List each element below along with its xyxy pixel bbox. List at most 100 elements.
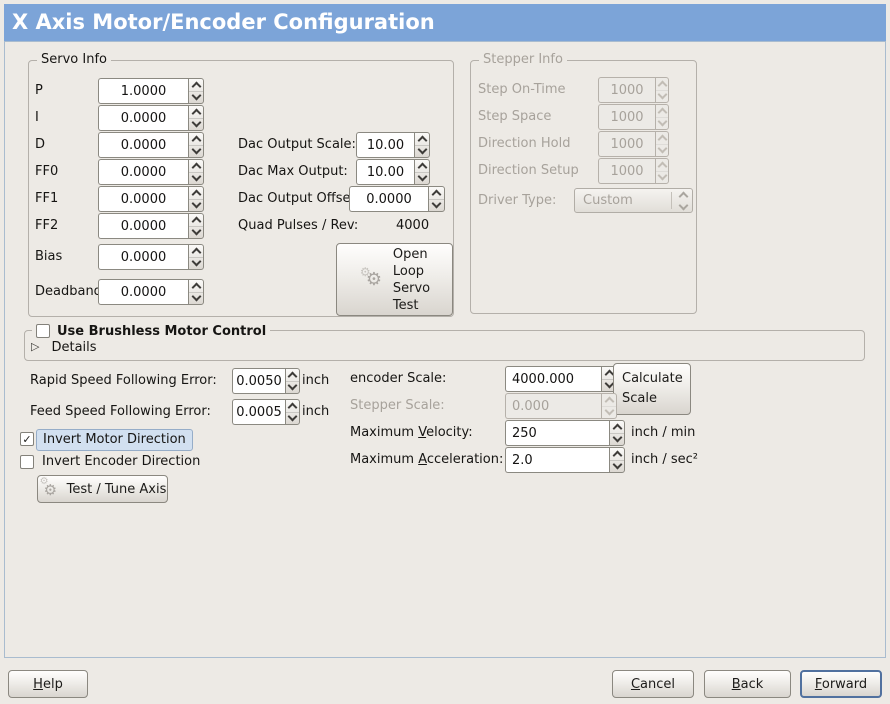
maximum-acceleration-input[interactable] bbox=[505, 447, 609, 473]
spin-down-button[interactable] bbox=[415, 144, 429, 158]
maximum-acceleration-spinner[interactable] bbox=[609, 447, 625, 473]
feed-following-error-label: Feed Speed Following Error: bbox=[30, 404, 211, 419]
dac-max-output-spinner[interactable] bbox=[414, 159, 430, 185]
step-space-spinner bbox=[655, 104, 669, 130]
servo-d-input[interactable] bbox=[98, 132, 188, 158]
servo-deadband-input[interactable] bbox=[98, 279, 188, 305]
cancel-button[interactable]: Cancel bbox=[612, 670, 694, 698]
servo-ff2-spinner[interactable] bbox=[188, 213, 204, 239]
test-tune-axis-button[interactable]: ⚙⚙ Test / Tune Axis bbox=[37, 475, 168, 503]
spin-up-button bbox=[656, 105, 668, 117]
quad-pulses-value: 4000 bbox=[396, 218, 430, 233]
forward-button[interactable]: Forward bbox=[800, 670, 882, 698]
driver-type-combobox: Custom bbox=[574, 188, 693, 213]
invert-motor-checkbox[interactable]: ✓ bbox=[20, 432, 34, 446]
dac-max-output-input[interactable] bbox=[356, 159, 414, 185]
servo-d-spinner[interactable] bbox=[188, 132, 204, 158]
brushless-checkbox-row: Use Brushless Motor Control bbox=[32, 323, 271, 339]
stepper-info-frame: Stepper Info Step On-Time Step Space Dir… bbox=[470, 52, 697, 314]
dac-max-output-label: Dac Max Output: bbox=[238, 164, 348, 179]
dac-output-offset-input[interactable] bbox=[349, 186, 428, 212]
spin-down-button[interactable] bbox=[189, 117, 203, 131]
spin-down-button[interactable] bbox=[189, 90, 203, 104]
rapid-following-error-input[interactable] bbox=[232, 368, 285, 394]
spin-up-button[interactable] bbox=[189, 79, 203, 91]
spin-down-button[interactable] bbox=[286, 411, 299, 425]
dac-output-scale-input[interactable] bbox=[356, 132, 414, 158]
spin-up-button[interactable] bbox=[189, 214, 203, 226]
brushless-checkbox[interactable] bbox=[36, 324, 50, 338]
spin-down-button[interactable] bbox=[415, 171, 429, 185]
encoder-scale-input[interactable] bbox=[505, 366, 601, 392]
servo-p-input[interactable] bbox=[98, 78, 188, 104]
invert-motor-label[interactable]: Invert Motor Direction bbox=[36, 429, 193, 451]
spin-down-button bbox=[656, 116, 668, 130]
servo-p-spinner[interactable] bbox=[188, 78, 204, 104]
spin-down-button[interactable] bbox=[189, 144, 203, 158]
spin-down-button[interactable] bbox=[189, 171, 203, 185]
spin-down-button[interactable] bbox=[610, 432, 624, 446]
gears-icon: ⚙⚙ bbox=[39, 476, 58, 499]
spin-up-button[interactable] bbox=[429, 187, 444, 199]
help-button[interactable]: Help bbox=[8, 670, 88, 698]
spin-down-button[interactable] bbox=[189, 225, 203, 239]
spin-up-button[interactable] bbox=[286, 369, 299, 381]
spin-down-button bbox=[656, 89, 668, 103]
dac-output-offset-spinner[interactable] bbox=[428, 186, 445, 212]
spin-up-button[interactable] bbox=[610, 421, 624, 433]
dac-output-scale-spinner[interactable] bbox=[414, 132, 430, 158]
spin-up-button[interactable] bbox=[189, 133, 203, 145]
invert-encoder-checkbox[interactable] bbox=[20, 455, 34, 469]
servo-i-spinner[interactable] bbox=[188, 105, 204, 131]
spin-down-button[interactable] bbox=[189, 291, 203, 305]
spin-up-button[interactable] bbox=[189, 160, 203, 172]
spin-up-button[interactable] bbox=[610, 448, 624, 460]
driver-type-value: Custom bbox=[583, 193, 633, 208]
servo-ff0-input[interactable] bbox=[98, 159, 188, 185]
spin-up-button[interactable] bbox=[189, 280, 203, 292]
servo-ff1-input[interactable] bbox=[98, 186, 188, 212]
stepper-scale-input bbox=[505, 393, 601, 419]
spin-down-button[interactable] bbox=[286, 380, 299, 394]
spin-down-button[interactable] bbox=[610, 459, 624, 473]
servo-ff0-spinner[interactable] bbox=[188, 159, 204, 185]
spin-down-button bbox=[656, 143, 668, 157]
spin-up-button[interactable] bbox=[189, 187, 203, 199]
maximum-velocity-spinner[interactable] bbox=[609, 420, 625, 446]
spin-up-button[interactable] bbox=[286, 400, 299, 412]
servo-i-input[interactable] bbox=[98, 105, 188, 131]
maximum-velocity-field bbox=[505, 420, 625, 446]
spin-up-button[interactable] bbox=[189, 106, 203, 118]
feed-following-error-input[interactable] bbox=[232, 399, 285, 425]
direction-hold-field bbox=[598, 131, 669, 157]
rapid-following-error-spinner[interactable] bbox=[285, 368, 300, 394]
servo-ff2-input[interactable] bbox=[98, 213, 188, 239]
servo-bias-spinner[interactable] bbox=[188, 244, 204, 270]
quad-pulses-label: Quad Pulses / Rev: bbox=[238, 218, 359, 233]
maximum-velocity-input[interactable] bbox=[505, 420, 609, 446]
details-expander[interactable]: ▷ Details bbox=[31, 338, 97, 356]
back-button[interactable]: Back bbox=[704, 670, 791, 698]
combo-arrows-icon bbox=[674, 193, 692, 209]
help-button-label: Help bbox=[33, 676, 63, 692]
feed-unit-label: inch bbox=[302, 404, 330, 419]
direction-setup-spinner bbox=[655, 158, 669, 184]
spin-down-button[interactable] bbox=[429, 198, 444, 212]
feed-following-error-spinner[interactable] bbox=[285, 399, 300, 425]
spin-up-button[interactable] bbox=[415, 160, 429, 172]
servo-deadband-spinner[interactable] bbox=[188, 279, 204, 305]
servo-info-legend: Servo Info bbox=[37, 52, 111, 68]
open-loop-servo-test-button[interactable]: ⚙⚙ Open Loop Servo Test bbox=[336, 243, 453, 316]
servo-bias-input[interactable] bbox=[98, 244, 188, 270]
spin-down-button[interactable] bbox=[602, 378, 616, 392]
spin-down-button[interactable] bbox=[189, 198, 203, 212]
servo-d-field bbox=[98, 132, 204, 158]
calculate-scale-button[interactable]: Calculate Scale bbox=[613, 363, 691, 415]
direction-setup-field bbox=[598, 158, 669, 184]
dac-output-scale-label: Dac Output Scale: bbox=[238, 137, 356, 152]
invert-encoder-label[interactable]: Invert Encoder Direction bbox=[42, 454, 201, 469]
spin-up-button[interactable] bbox=[189, 245, 203, 257]
spin-down-button[interactable] bbox=[189, 256, 203, 270]
servo-ff1-spinner[interactable] bbox=[188, 186, 204, 212]
spin-up-button[interactable] bbox=[415, 133, 429, 145]
